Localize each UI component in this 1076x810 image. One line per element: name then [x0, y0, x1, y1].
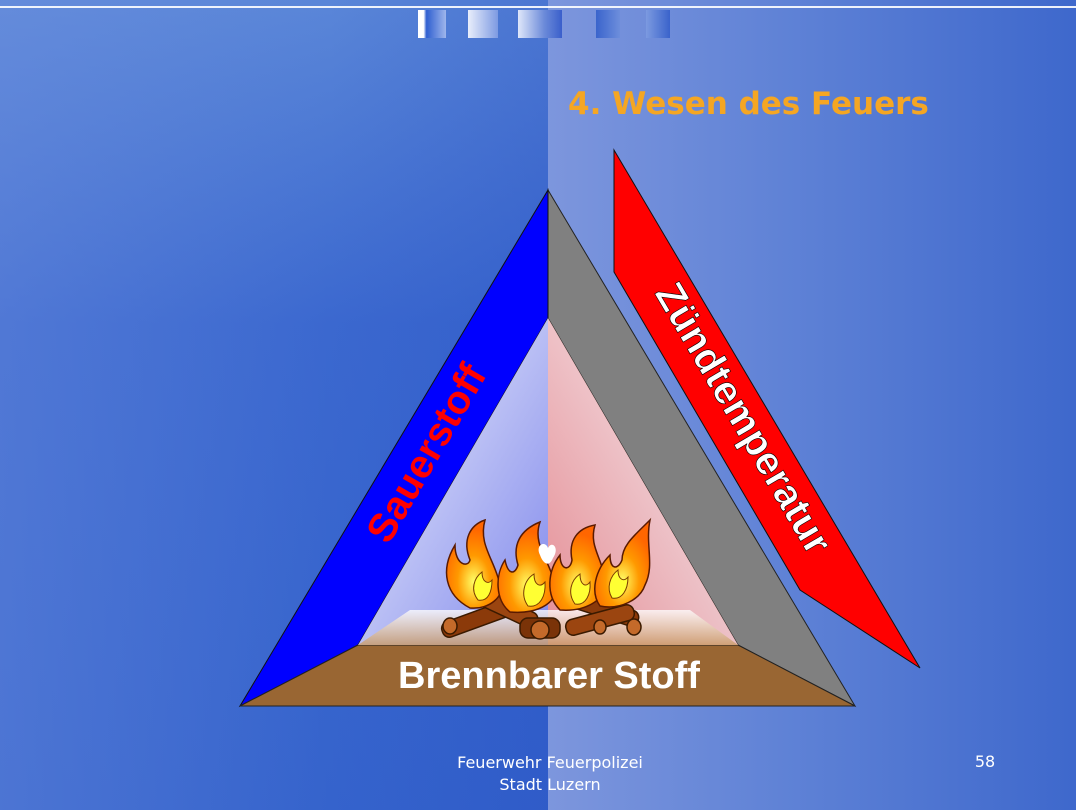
- footer-org-line1: Feuerwehr Feuerpolizei: [457, 753, 643, 772]
- zuendtemperatur-band: [613, 148, 921, 669]
- decorative-squares: [418, 10, 678, 38]
- campfire-icon: [440, 517, 652, 640]
- top-decorative-line: [0, 6, 1076, 8]
- inner-triangle-left: [358, 318, 548, 645]
- slide-title: 4. Wesen des Feuers: [568, 86, 929, 122]
- deco-square: [418, 10, 446, 38]
- deco-square: [518, 10, 562, 38]
- deco-square: [468, 10, 498, 38]
- deco-square: [646, 10, 670, 38]
- footer-organization: Feuerwehr Feuerpolizei Stadt Luzern: [420, 752, 680, 796]
- footer-org-line2: Stadt Luzern: [499, 775, 601, 794]
- label-brennbarer-stoff: Brennbarer Stoff: [398, 655, 700, 697]
- deco-square: [596, 10, 620, 38]
- page-number: 58: [974, 752, 996, 771]
